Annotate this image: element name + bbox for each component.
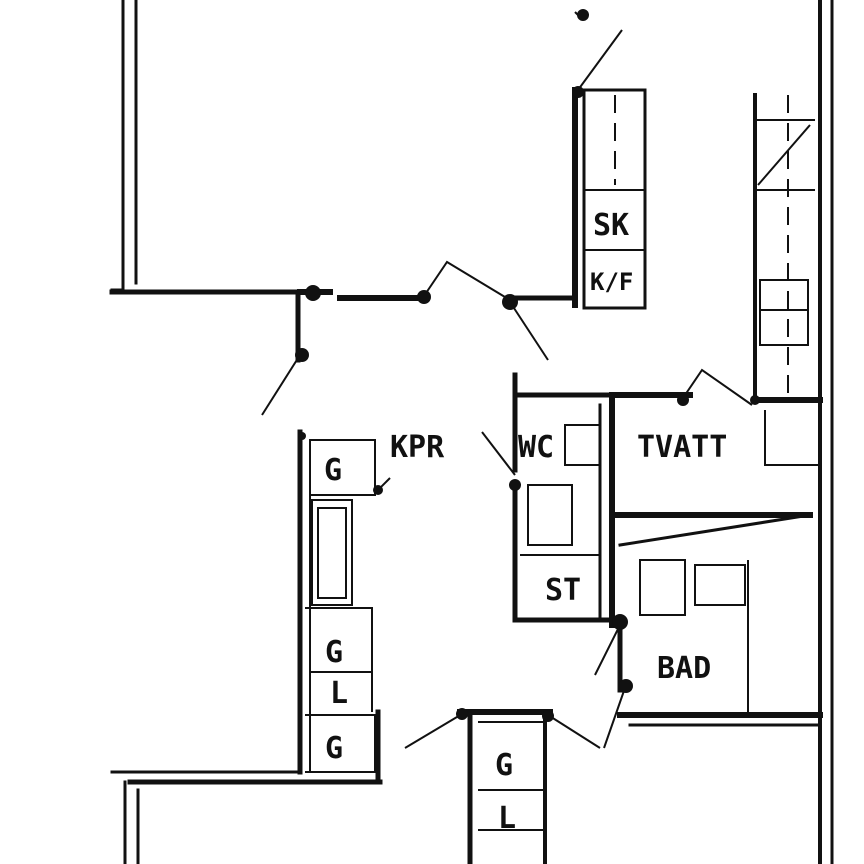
fixture-label-l-lower: L [498, 801, 516, 836]
wall-junctions [295, 9, 760, 722]
fixture-label-g-mid: G [325, 635, 343, 670]
door-swings [261, 11, 753, 749]
exterior-walls [109, 0, 834, 864]
room-label-tvatt: TVATT [637, 430, 727, 465]
room-label-bad: BAD [657, 651, 711, 686]
closet-sk [584, 95, 645, 251]
wc-fixtures [520, 424, 601, 556]
bathroom-fixtures [639, 559, 749, 715]
fixture-label-g-bottom: G [325, 731, 343, 766]
right-closet [755, 95, 820, 466]
bottom-counter [478, 721, 545, 831]
fixture-label-l-mid: L [330, 676, 348, 711]
room-label-st: ST [545, 573, 581, 608]
room-label-kpr: KPR [390, 430, 445, 465]
fixture-label-g-lower: G [495, 748, 513, 783]
fixture-label-g-top: G [324, 453, 342, 488]
room-label-wc: WC [518, 430, 554, 465]
fixture-label-sk: SK [593, 208, 629, 243]
interior-walls [295, 87, 823, 864]
fixture-label-kf: K/F [590, 268, 633, 296]
kitchen-counter-left [305, 439, 376, 773]
